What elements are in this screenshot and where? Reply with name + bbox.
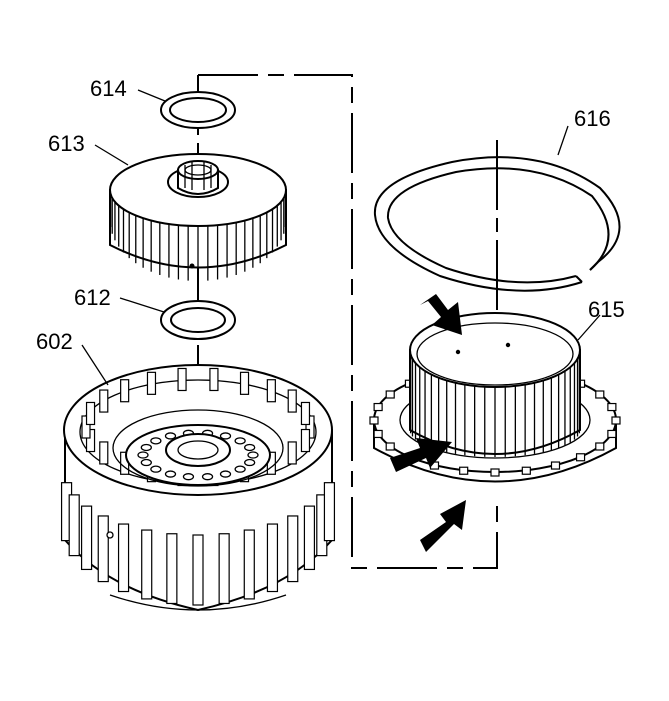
arrow-plate-edge <box>420 500 466 552</box>
part-602-clutch-housing <box>60 364 336 612</box>
callout-602: 602 <box>36 329 73 354</box>
arrow-inner-ring <box>420 294 462 335</box>
part-616-snap-ring <box>373 156 621 292</box>
callout-614: 614 <box>90 76 127 101</box>
part-613-input-hub <box>109 153 287 281</box>
callout-612: 612 <box>74 285 111 310</box>
indicator-arrows <box>390 294 466 552</box>
part-612-thrust-washer <box>160 300 236 340</box>
callout-616: 616 <box>574 106 611 131</box>
part-615-backing-plate <box>369 312 621 483</box>
callout-leaders <box>81 89 601 386</box>
callout-613: 613 <box>48 131 85 156</box>
arrow-outer-teeth <box>390 438 452 472</box>
part-614-thrust-washer <box>160 91 236 129</box>
callout-615: 615 <box>588 297 625 322</box>
